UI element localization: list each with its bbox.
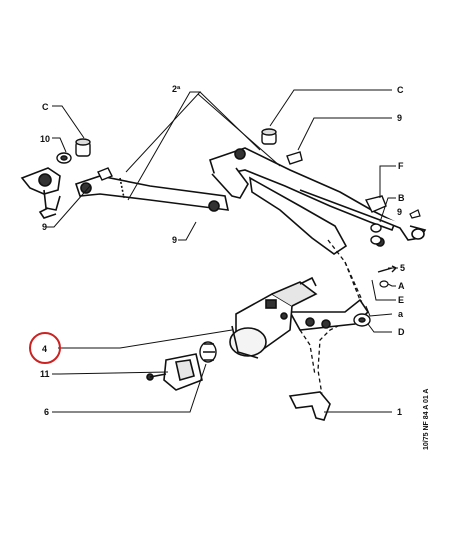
label-b: B bbox=[398, 193, 405, 203]
label-f: F bbox=[398, 161, 404, 171]
lower-bracket bbox=[288, 391, 331, 421]
small-bolt-9 bbox=[409, 209, 421, 219]
label-c-right: C bbox=[397, 85, 404, 95]
label-9-left: 9 bbox=[42, 222, 47, 232]
label-a: A bbox=[398, 281, 405, 291]
main-linkage-frame bbox=[209, 147, 427, 255]
right-cap-c bbox=[261, 128, 277, 145]
label-11: 11 bbox=[40, 369, 50, 379]
left-nut bbox=[56, 152, 72, 164]
label-d: D bbox=[398, 327, 405, 337]
left-cap bbox=[75, 138, 91, 157]
label-a-lower: a bbox=[398, 309, 404, 319]
cover-11 bbox=[146, 353, 203, 391]
label-c-left: C bbox=[42, 102, 49, 112]
leader-lines bbox=[46, 89, 398, 413]
label-1: 1 bbox=[397, 407, 402, 417]
label-10: 10 bbox=[40, 134, 50, 144]
grommet-d bbox=[353, 313, 371, 327]
washer-e bbox=[379, 280, 389, 288]
label-9-small: 9 bbox=[397, 207, 402, 217]
screw-a bbox=[377, 265, 398, 273]
connecting-rod-left bbox=[74, 175, 230, 212]
label-5: 5 bbox=[400, 263, 405, 273]
reference-code: 10/75 NF 84 A 01 A bbox=[423, 389, 430, 450]
label-6: 6 bbox=[44, 407, 49, 417]
nut-b bbox=[370, 223, 382, 245]
left-wiper-crank bbox=[20, 167, 61, 219]
label-e: E bbox=[398, 295, 404, 305]
label-9-mid: 9 bbox=[172, 235, 177, 245]
label-4: 4 bbox=[42, 344, 47, 354]
support-bracket-dashed bbox=[299, 239, 363, 396]
highlight-circle bbox=[29, 332, 61, 364]
label-2a: 2ª bbox=[172, 84, 181, 94]
motor-crank bbox=[199, 341, 217, 363]
rod-end-left-joint bbox=[97, 167, 113, 181]
wiper-motor bbox=[229, 276, 318, 359]
right-bolt-9 bbox=[286, 151, 303, 165]
label-9-right: 9 bbox=[397, 113, 402, 123]
clip-f bbox=[364, 195, 387, 213]
